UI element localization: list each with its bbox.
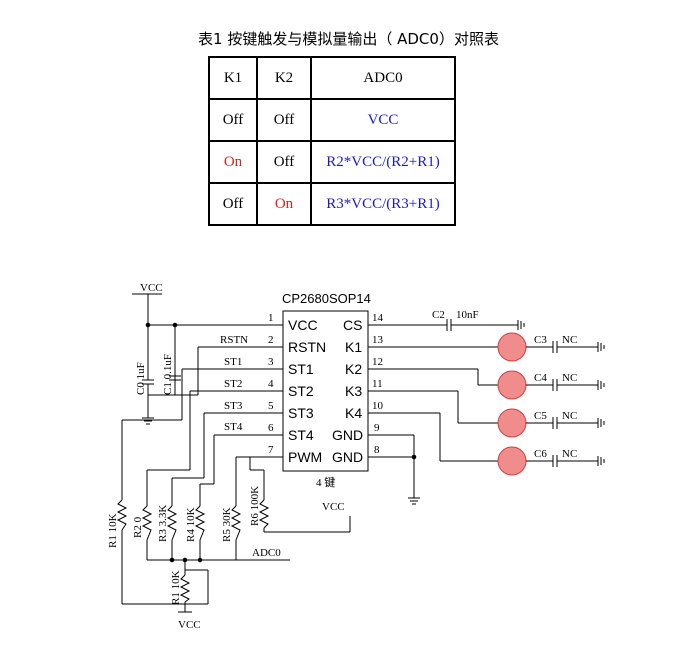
pin-number: 3 <box>268 356 274 368</box>
pad-caps-wiring <box>526 341 605 467</box>
header-adc0: ADC0 <box>310 56 456 100</box>
k-wiring <box>400 346 498 462</box>
pin-name: K3 <box>345 383 362 399</box>
pin-number: 13 <box>372 334 384 346</box>
pin-name: K1 <box>345 339 362 355</box>
ground-icon <box>142 412 154 425</box>
net-label-st2: ST2 <box>224 378 242 390</box>
cell-k1: Off <box>208 182 258 226</box>
resistor-r1-bottom <box>179 574 191 603</box>
cell-k1: Off <box>208 98 258 142</box>
pin-number: 8 <box>374 444 380 456</box>
pin-name: RSTN <box>288 339 326 355</box>
pad-cap-value: NC <box>562 410 577 422</box>
pin-number: 12 <box>372 356 383 368</box>
resistor-r3 <box>166 505 178 541</box>
pin-name: K4 <box>345 405 362 421</box>
adc0-label: ADC0 <box>252 547 281 559</box>
cell-adc0: R2*VCC/(R2+R1) <box>310 140 456 184</box>
r6-label: R6 100K <box>249 486 261 526</box>
pin-number: 5 <box>268 400 274 412</box>
touch-pad-k1[interactable] <box>497 332 527 362</box>
r5-label: R5 30K <box>221 507 233 542</box>
pad-cap-ref: C4 <box>534 372 547 384</box>
resistor-r5 <box>230 505 242 541</box>
chip-ground-wiring <box>400 434 420 505</box>
pad-cap-ref: C5 <box>534 410 547 422</box>
vcc-label-r6: VCC <box>322 501 345 513</box>
cell-k2: Off <box>256 98 312 142</box>
resistor-r1-top <box>116 499 128 531</box>
pin-name: GND <box>332 427 363 443</box>
table-row: Off On R3*VCC/(R3+R1) <box>208 182 456 226</box>
pin-name: VCC <box>288 317 318 333</box>
header-k1: K1 <box>208 56 258 100</box>
net-label-st3: ST3 <box>224 400 243 412</box>
pin-name: K2 <box>345 361 362 377</box>
pin-name: ST3 <box>288 405 314 421</box>
c2-capacitor <box>400 319 525 331</box>
pin-number: 9 <box>374 422 380 434</box>
r2-label: R2 0 <box>132 516 144 538</box>
pin-number: 11 <box>372 378 383 390</box>
vcc-label-top: VCC <box>140 282 163 294</box>
r1-top-label: R1 10K <box>107 513 119 548</box>
pad-cap-value: NC <box>562 372 577 384</box>
net-label-st1: ST1 <box>224 356 242 368</box>
cell-k2: On <box>256 182 312 226</box>
resistor-r2 <box>141 505 153 541</box>
key-adc-table: K1 K2 ADC0 Off Off VCC On Off R2*VCC/(R2… <box>208 56 456 226</box>
c2-ref: C2 <box>432 309 445 321</box>
pin-name: ST4 <box>288 427 314 443</box>
pin-number: 14 <box>372 312 384 324</box>
pad-cap-ref: C6 <box>534 448 547 460</box>
pin-name: CS <box>343 317 362 333</box>
vcc-rail-wiring <box>132 293 250 395</box>
touch-pad-k4[interactable] <box>497 446 527 476</box>
left-pin-lines <box>250 324 283 458</box>
pad-cap-value: NC <box>562 334 577 346</box>
pad-cap-ref: C3 <box>534 334 547 346</box>
pin-name: ST1 <box>288 361 314 377</box>
touch-pad-k2[interactable] <box>497 370 527 400</box>
net-label-rstn: RSTN <box>220 334 248 346</box>
table-row: On Off R2*VCC/(R2+R1) <box>208 140 456 184</box>
cell-k1: On <box>208 140 258 184</box>
pin-number: 7 <box>268 444 274 456</box>
c1-label: C1 0.1uF <box>162 354 174 395</box>
r1-bottom-label: R1 10K <box>170 570 182 605</box>
c0-capacitor <box>142 379 154 412</box>
table-row: Off Off VCC <box>208 98 456 142</box>
pin-name: PWM <box>288 449 322 465</box>
pin-number: 10 <box>372 400 384 412</box>
touch-pad-k3[interactable] <box>497 408 527 438</box>
table-header-row: K1 K2 ADC0 <box>208 56 456 100</box>
c0-label: C0 1uF <box>135 362 147 395</box>
pin-number: 2 <box>268 334 274 346</box>
resistor-r6 <box>258 499 270 529</box>
chip-caption: 4 键 <box>316 475 335 489</box>
pin-name: GND <box>332 449 363 465</box>
pin-number: 6 <box>268 422 274 434</box>
r3-label: R3 3.3K <box>157 505 169 542</box>
pin-number: 1 <box>268 312 274 324</box>
right-pin-lines <box>368 324 400 458</box>
vcc-label-bottom: VCC <box>178 619 201 631</box>
net-label-st4: ST4 <box>224 421 243 433</box>
cell-k2: Off <box>256 140 312 184</box>
cell-adc0: VCC <box>310 98 456 142</box>
cell-adc0: R3*VCC/(R3+R1) <box>310 182 456 226</box>
c2-value: 10nF <box>456 309 479 321</box>
resistor-r4 <box>194 505 206 541</box>
pad-cap-value: NC <box>562 448 577 460</box>
header-k2: K2 <box>256 56 312 100</box>
r4-label: R4 10K <box>185 507 197 542</box>
pin-name: ST2 <box>288 383 314 399</box>
pin-number: 4 <box>268 378 274 390</box>
table-caption: 表1 按键触发与模拟量输出（ ADC0）对照表 <box>198 30 499 48</box>
resistor-network-wiring <box>121 368 351 613</box>
chip-name: CP2680SOP14 <box>282 291 371 306</box>
